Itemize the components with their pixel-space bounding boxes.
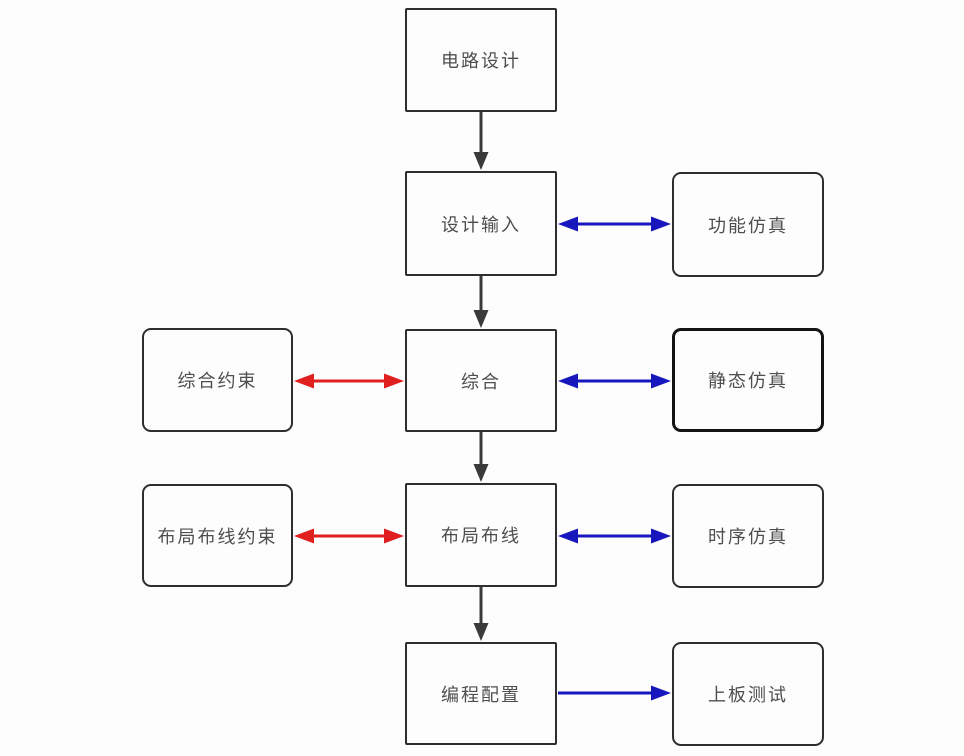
arrowhead-right-icon xyxy=(651,216,671,232)
node-synthesis-constraints: 综合约束 xyxy=(142,328,293,432)
arrowhead-right-icon xyxy=(651,373,671,389)
node-label: 功能仿真 xyxy=(708,215,788,236)
arrow-circuit-to-input xyxy=(473,112,489,170)
arrowhead-left-icon xyxy=(294,528,314,544)
arrowhead-down-icon xyxy=(473,464,489,482)
node-design-input: 设计输入 xyxy=(405,171,557,276)
node-label: 设计输入 xyxy=(441,214,521,235)
arrow-place-route-constraints xyxy=(294,528,404,544)
arrowhead-left-icon xyxy=(558,216,578,232)
node-functional-sim: 功能仿真 xyxy=(672,172,824,277)
arrowhead-left-icon xyxy=(558,528,578,544)
node-board-test: 上板测试 xyxy=(672,642,824,746)
node-static-sim: 静态仿真 xyxy=(672,328,824,432)
arrowhead-down-icon xyxy=(473,623,489,641)
node-place-route: 布局布线 xyxy=(405,483,557,587)
node-label: 电路设计 xyxy=(441,51,521,71)
arrow-place-route-to-program xyxy=(473,587,489,641)
arrow-input-to-synthesis xyxy=(473,276,489,328)
arrow-input-functional-sim xyxy=(558,216,671,232)
node-label: 布局布线 xyxy=(441,526,521,546)
arrowhead-down-icon xyxy=(473,152,489,170)
arrow-synthesis-constraints xyxy=(294,373,404,389)
node-label: 编程配置 xyxy=(441,684,521,705)
arrowhead-left-icon xyxy=(294,373,314,389)
arrow-program-board-test xyxy=(558,685,671,701)
node-synthesis: 综合 xyxy=(405,329,557,432)
arrow-synthesis-to-place-route xyxy=(473,432,489,482)
node-label: 静态仿真 xyxy=(708,371,788,391)
arrowhead-down-icon xyxy=(473,310,489,328)
node-place-route-constraints: 布局布线约束 xyxy=(142,484,293,587)
node-label: 综合约束 xyxy=(177,371,258,391)
node-label: 上板测试 xyxy=(708,685,788,705)
arrow-place-route-timing-sim xyxy=(558,528,671,544)
arrowhead-right-icon xyxy=(384,373,404,389)
node-label: 时序仿真 xyxy=(708,527,788,547)
node-program-config: 编程配置 xyxy=(405,642,557,745)
node-label: 综合 xyxy=(461,371,501,392)
arrowhead-left-icon xyxy=(558,373,578,389)
node-label: 布局布线约束 xyxy=(157,526,278,547)
arrow-synthesis-static-sim xyxy=(558,373,671,389)
node-circuit-design: 电路设计 xyxy=(405,8,557,112)
arrowhead-right-icon xyxy=(651,685,671,701)
arrowhead-right-icon xyxy=(651,528,671,544)
node-timing-sim: 时序仿真 xyxy=(672,484,824,588)
arrowhead-right-icon xyxy=(384,528,404,544)
